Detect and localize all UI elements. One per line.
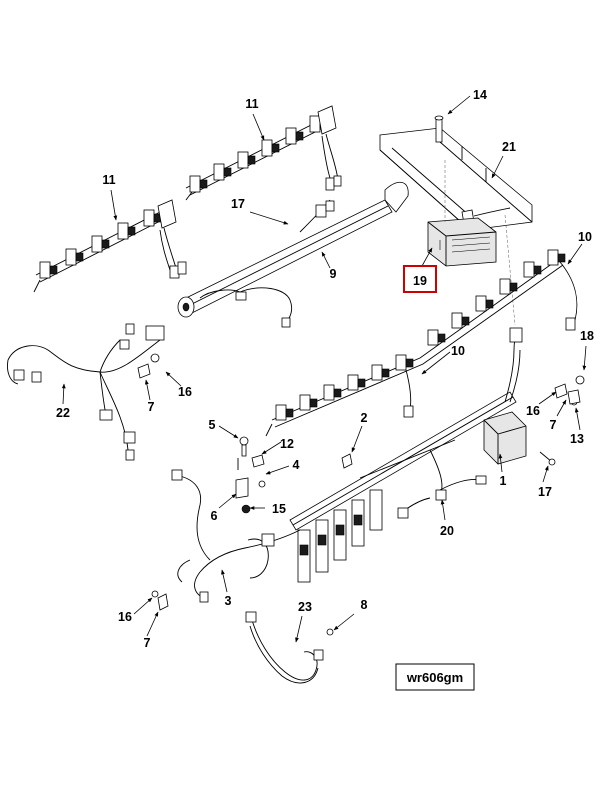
callout-18: 18 bbox=[580, 329, 594, 343]
leader-lines bbox=[61, 95, 587, 643]
callout-11-left: 11 bbox=[102, 173, 115, 187]
plug-8 bbox=[326, 628, 334, 636]
callout-16-right: 16 bbox=[526, 404, 540, 418]
callout-4: 4 bbox=[293, 458, 300, 472]
injector-harness-main bbox=[265, 249, 578, 437]
callout-21: 21 bbox=[502, 140, 516, 154]
callout-22: 22 bbox=[56, 406, 70, 420]
document-id-box: wr606gm bbox=[395, 663, 475, 691]
control-module bbox=[427, 217, 497, 267]
callout-13: 13 bbox=[570, 432, 584, 446]
callout-5: 5 bbox=[209, 418, 216, 432]
callout-3: 3 bbox=[225, 594, 232, 608]
small-part-16-7-bottom bbox=[151, 590, 169, 611]
callout-labels: 14 21 11 11 17 9 19 10 10 18 22 7 16 5 1… bbox=[56, 88, 594, 650]
left-harness bbox=[7, 323, 165, 461]
callout-11-upper: 11 bbox=[245, 97, 258, 111]
injector-harness-upper-left bbox=[33, 199, 187, 293]
small-parts-5-12-4-6-15 bbox=[235, 436, 266, 514]
injector-harness-upper-right bbox=[185, 105, 342, 201]
harness-23 bbox=[245, 611, 324, 684]
stud-17-right bbox=[539, 451, 556, 466]
callout-7-left: 7 bbox=[148, 400, 155, 414]
small-part-2 bbox=[341, 453, 353, 469]
stud-bolt bbox=[434, 115, 444, 143]
callout-19: 19 bbox=[413, 274, 427, 288]
callout-7-right: 7 bbox=[550, 418, 557, 432]
fuel-rail-harness bbox=[177, 182, 409, 328]
callout-10-mid: 10 bbox=[451, 344, 465, 358]
callout-7-bottom: 7 bbox=[144, 636, 151, 650]
callout-8: 8 bbox=[361, 598, 368, 612]
callout-12: 12 bbox=[280, 437, 294, 451]
callout-14: 14 bbox=[473, 88, 487, 102]
callout-17-right: 17 bbox=[538, 485, 552, 499]
callout-10-right: 10 bbox=[578, 230, 592, 244]
callout-6: 6 bbox=[211, 509, 218, 523]
callout-9: 9 bbox=[330, 267, 337, 281]
callout-17-upper: 17 bbox=[231, 197, 245, 211]
callout-16-left: 16 bbox=[178, 385, 192, 399]
highlight-box bbox=[403, 265, 437, 293]
small-parts-16-7-13-18 bbox=[554, 375, 585, 406]
main-harness bbox=[171, 327, 527, 603]
small-part-7-16-left bbox=[137, 353, 160, 379]
callout-23: 23 bbox=[298, 600, 312, 614]
callout-2: 2 bbox=[361, 411, 368, 425]
callout-20: 20 bbox=[440, 524, 454, 538]
callout-1: 1 bbox=[500, 474, 507, 488]
callout-15: 15 bbox=[272, 502, 286, 516]
callout-16-bottom: 16 bbox=[118, 610, 132, 624]
document-id: wr606gm bbox=[406, 670, 463, 685]
